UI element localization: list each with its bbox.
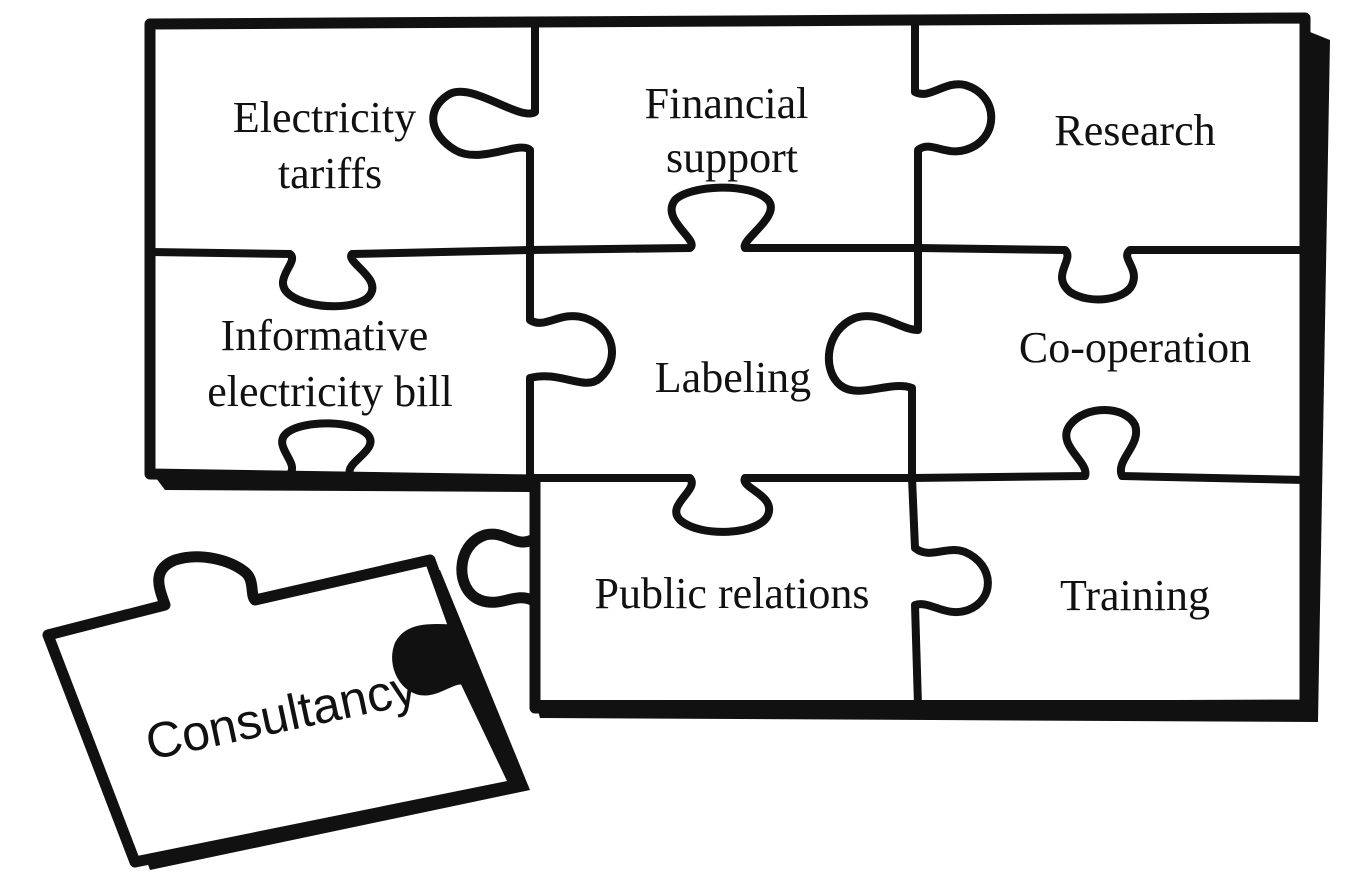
seam-vertical-2 [824,20,996,709]
label-co-operation-line-1: Co-operation [1019,323,1251,372]
label-financial-support-line-2: support [666,133,798,182]
label-informative-line-1: Informative [221,311,429,360]
label-financial-support-line-1: Financial [645,79,809,128]
public-relations-notch [456,528,538,608]
label-informative-electricity-bill: Informative electricity bill [207,311,453,416]
label-public-relations-line-1: Public relations [595,569,870,618]
seam-horizontal-1 [146,183,1309,311]
label-public-relations: Public relations [595,569,870,618]
bill-piece-tab [278,419,375,478]
label-training-line-1: Training [1060,571,1210,620]
label-electricity-tariffs-line-1: Electricity [233,93,416,142]
consultancy-piece-body [42,551,521,868]
label-research-line-1: Research [1054,106,1215,155]
label-labeling-line-1: Labeling [655,353,811,402]
label-electricity-tariffs: Electricity tariffs [233,93,427,198]
seam-horizontal-2 [526,406,1309,536]
label-labeling: Labeling [655,353,811,402]
label-research: Research [1054,106,1215,155]
label-financial-support: Financial support [645,79,820,182]
label-training: Training [1060,571,1210,620]
label-electricity-tariffs-line-2: tariffs [278,149,382,198]
board-outline [144,12,1311,714]
consultancy-piece: Consultancy [42,551,530,870]
label-co-operation: Co-operation [1019,323,1251,372]
label-informative-line-2: electricity bill [207,367,453,416]
seam-vertical-1 [429,20,616,484]
